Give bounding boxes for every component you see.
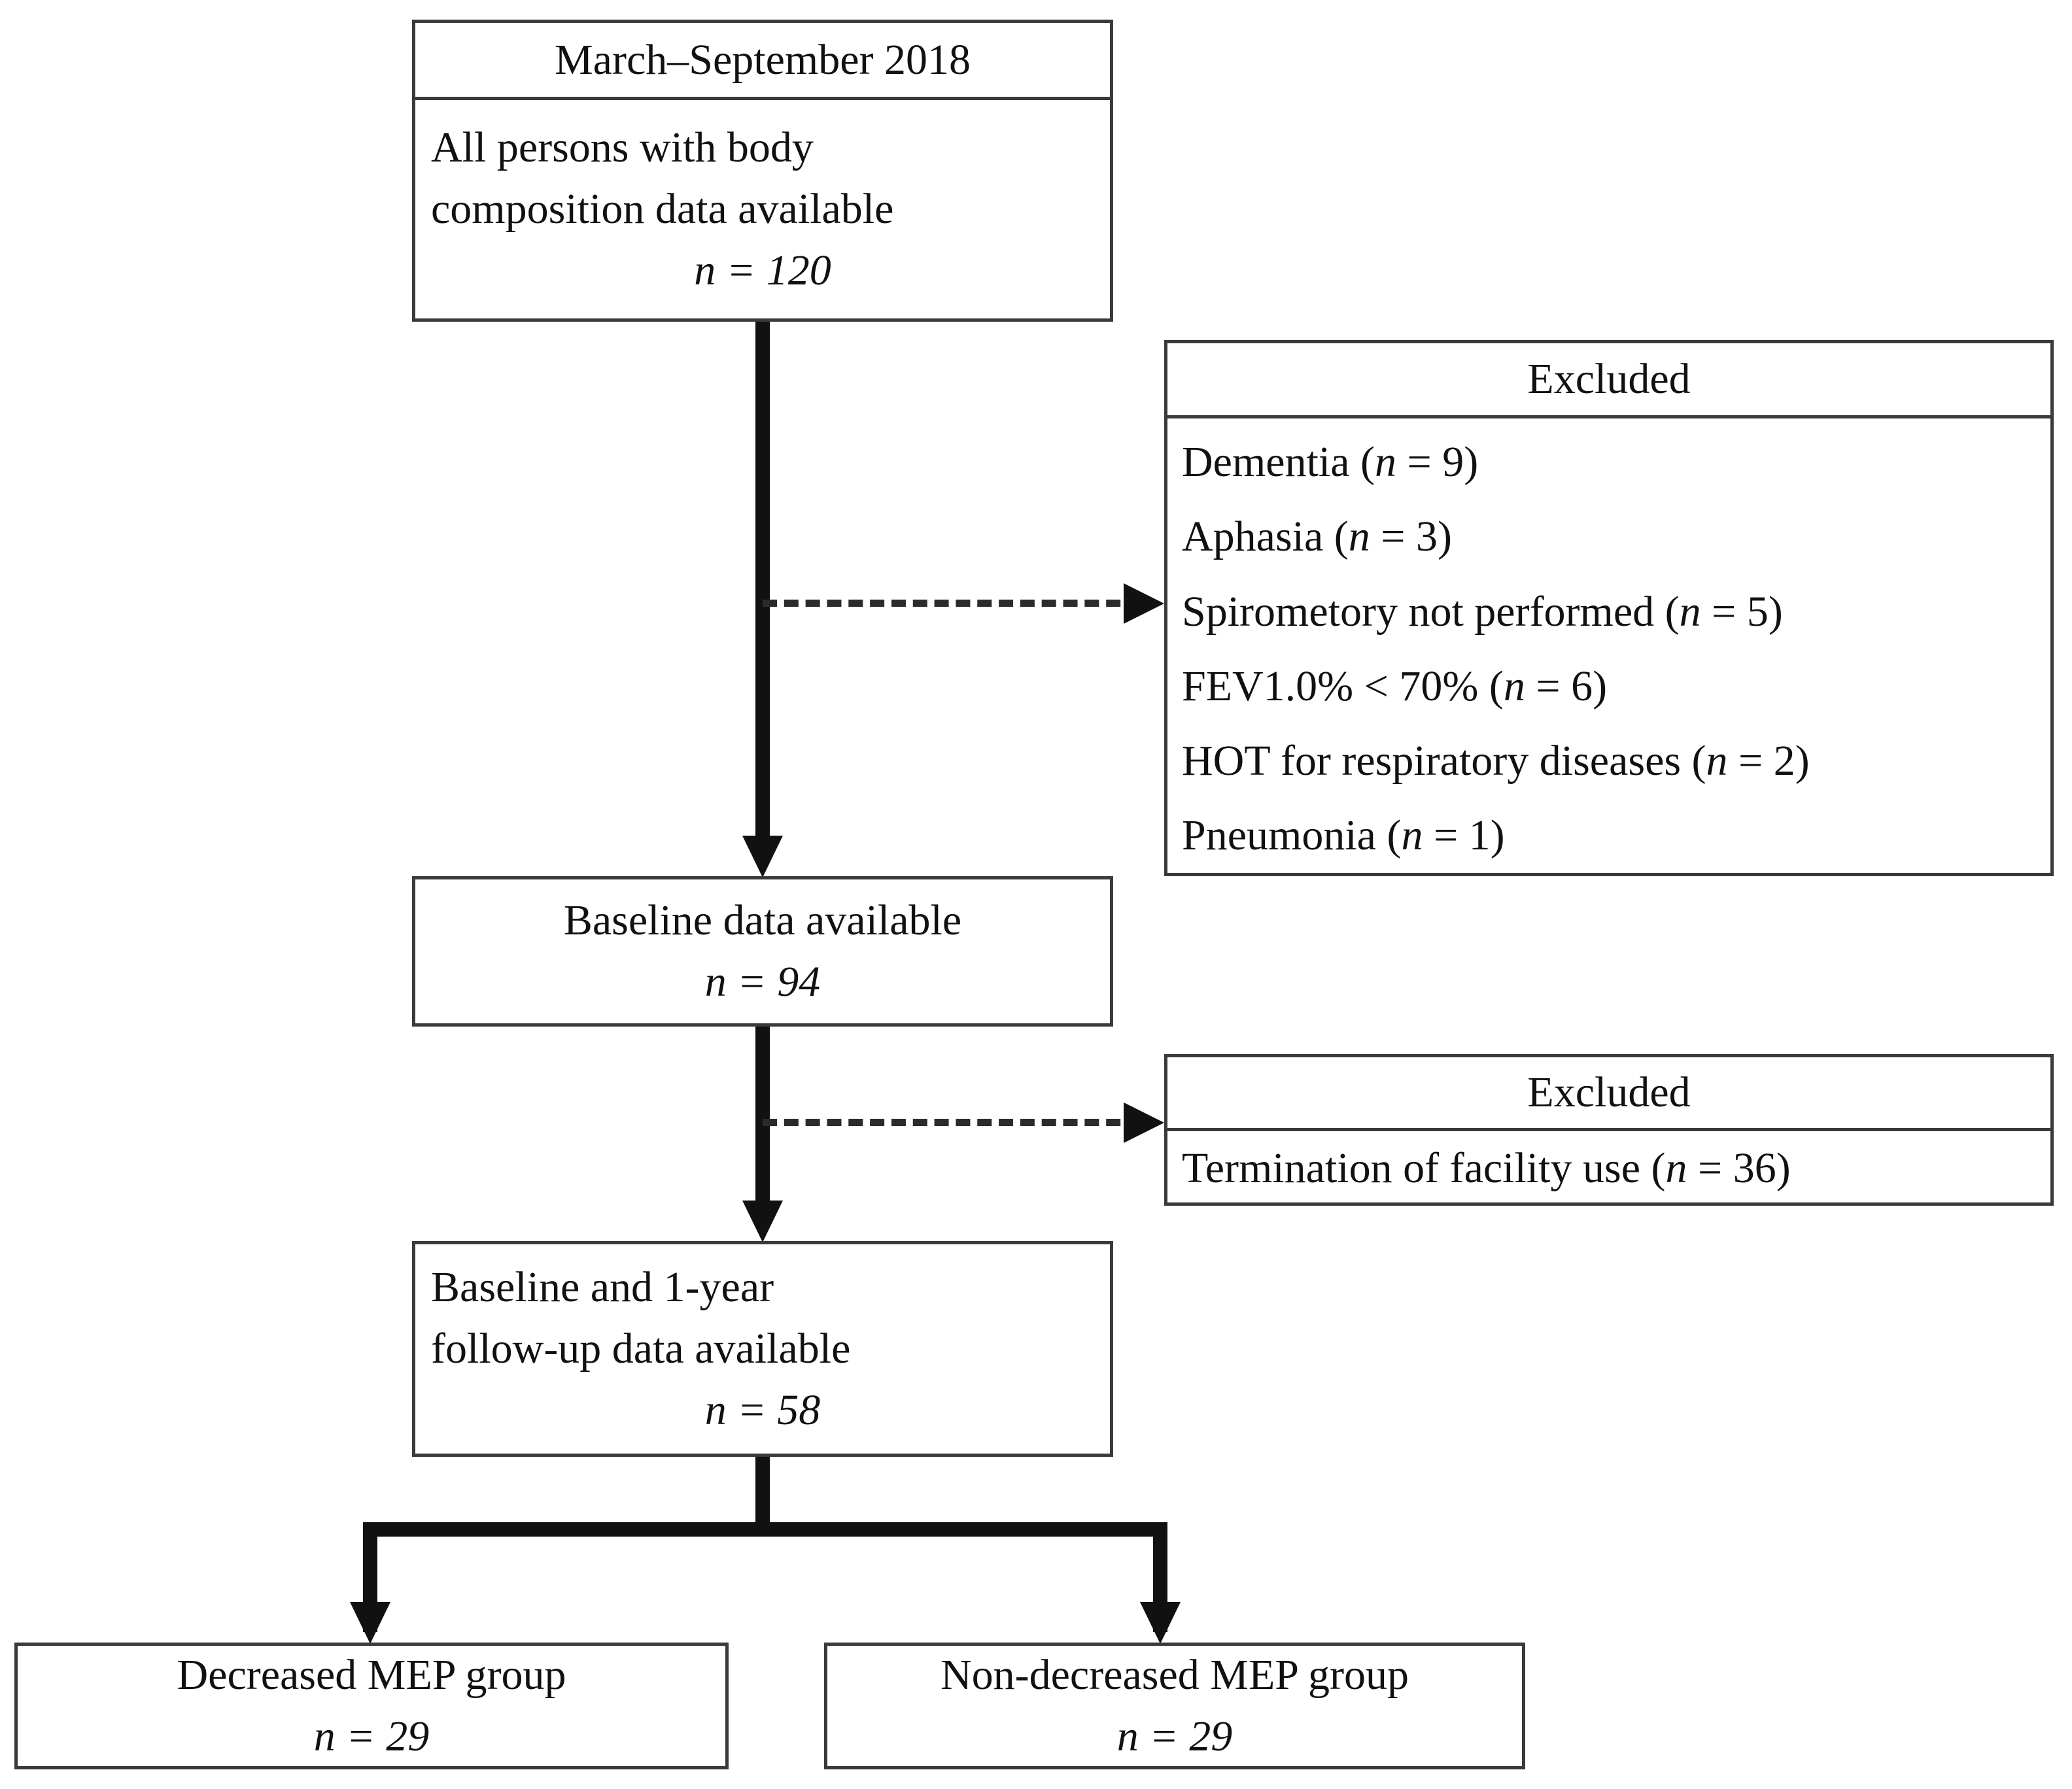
followup-count: n = 58 xyxy=(704,1386,821,1434)
group-decreased-label: Decreased MEP group xyxy=(177,1651,566,1699)
connector-dashed-excluded-2 xyxy=(763,1119,1142,1126)
arrow-baseline-to-followup xyxy=(742,1201,783,1242)
node-enrollment: March–September 2018 All persons with bo… xyxy=(412,20,1113,322)
excluded-1-header: Excluded xyxy=(1167,343,2050,418)
excluded-1-item: Pneumonia (n = 1) xyxy=(1182,811,1505,859)
node-followup: Baseline and 1-year follow-up data avail… xyxy=(412,1241,1113,1457)
baseline-body: Baseline data available n = 94 xyxy=(415,879,1110,1023)
connector-dashed-excluded-1 xyxy=(763,600,1142,607)
followup-line-1: Baseline and 1-year xyxy=(431,1263,774,1312)
excluded-1-item: Spirometory not performed (n = 5) xyxy=(1182,587,1783,636)
baseline-count: n = 94 xyxy=(704,958,821,1006)
connector-split-bar xyxy=(363,1522,1167,1537)
group-non-decreased-body: Non-decreased MEP group n = 29 xyxy=(827,1646,1522,1766)
excluded-2-header: Excluded xyxy=(1167,1057,2050,1131)
followup-body: Baseline and 1-year follow-up data avail… xyxy=(415,1244,1110,1454)
excluded-2-item: Termination of facility use (n = 36) xyxy=(1182,1144,1791,1193)
followup-line-2: follow-up data available xyxy=(431,1325,851,1373)
group-decreased-count: n = 29 xyxy=(313,1712,430,1760)
connector-baseline-to-followup xyxy=(755,1027,770,1203)
node-group-non-decreased: Non-decreased MEP group n = 29 xyxy=(824,1643,1525,1769)
node-baseline: Baseline data available n = 94 xyxy=(412,876,1113,1027)
excluded-1-item: HOT for respiratory diseases (n = 2) xyxy=(1182,736,1810,785)
excluded-2-header-text: Excluded xyxy=(1527,1068,1691,1117)
node-group-decreased: Decreased MEP group n = 29 xyxy=(14,1643,729,1769)
arrow-to-non-decreased-group xyxy=(1140,1602,1181,1644)
connector-enrollment-to-baseline xyxy=(755,322,770,838)
connector-followup-stem xyxy=(755,1457,770,1530)
arrow-to-excluded-2 xyxy=(1124,1102,1164,1143)
group-decreased-body: Decreased MEP group n = 29 xyxy=(18,1646,725,1766)
enrollment-line-2: composition data available xyxy=(431,185,894,233)
excluded-2-body: Termination of facility use (n = 36) xyxy=(1167,1131,2050,1206)
enrollment-body: All persons with body composition data a… xyxy=(415,100,1110,318)
enrollment-header-text: March–September 2018 xyxy=(555,35,971,84)
group-non-decreased-label: Non-decreased MEP group xyxy=(940,1651,1409,1699)
excluded-1-item: Aphasia (n = 3) xyxy=(1182,513,1452,561)
excluded-1-item: FEV1.0% < 70% (n = 6) xyxy=(1182,662,1608,710)
excluded-1-header-text: Excluded xyxy=(1527,355,1691,403)
baseline-line-1: Baseline data available xyxy=(563,896,962,945)
enrollment-count: n = 120 xyxy=(694,246,831,294)
arrow-to-excluded-1 xyxy=(1124,583,1164,624)
node-excluded-1: Excluded Dementia (n = 9) Aphasia (n = 3… xyxy=(1164,340,2054,876)
arrow-to-decreased-group xyxy=(350,1602,390,1644)
enrollment-header: March–September 2018 xyxy=(415,23,1110,100)
enrollment-line-1: All persons with body xyxy=(431,124,814,172)
excluded-1-body: Dementia (n = 9) Aphasia (n = 3) Spirome… xyxy=(1167,418,2050,879)
node-excluded-2: Excluded Termination of facility use (n … xyxy=(1164,1054,2054,1206)
arrow-enrollment-to-baseline xyxy=(742,836,783,877)
group-non-decreased-count: n = 29 xyxy=(1116,1712,1233,1760)
excluded-1-item: Dementia (n = 9) xyxy=(1182,438,1479,486)
